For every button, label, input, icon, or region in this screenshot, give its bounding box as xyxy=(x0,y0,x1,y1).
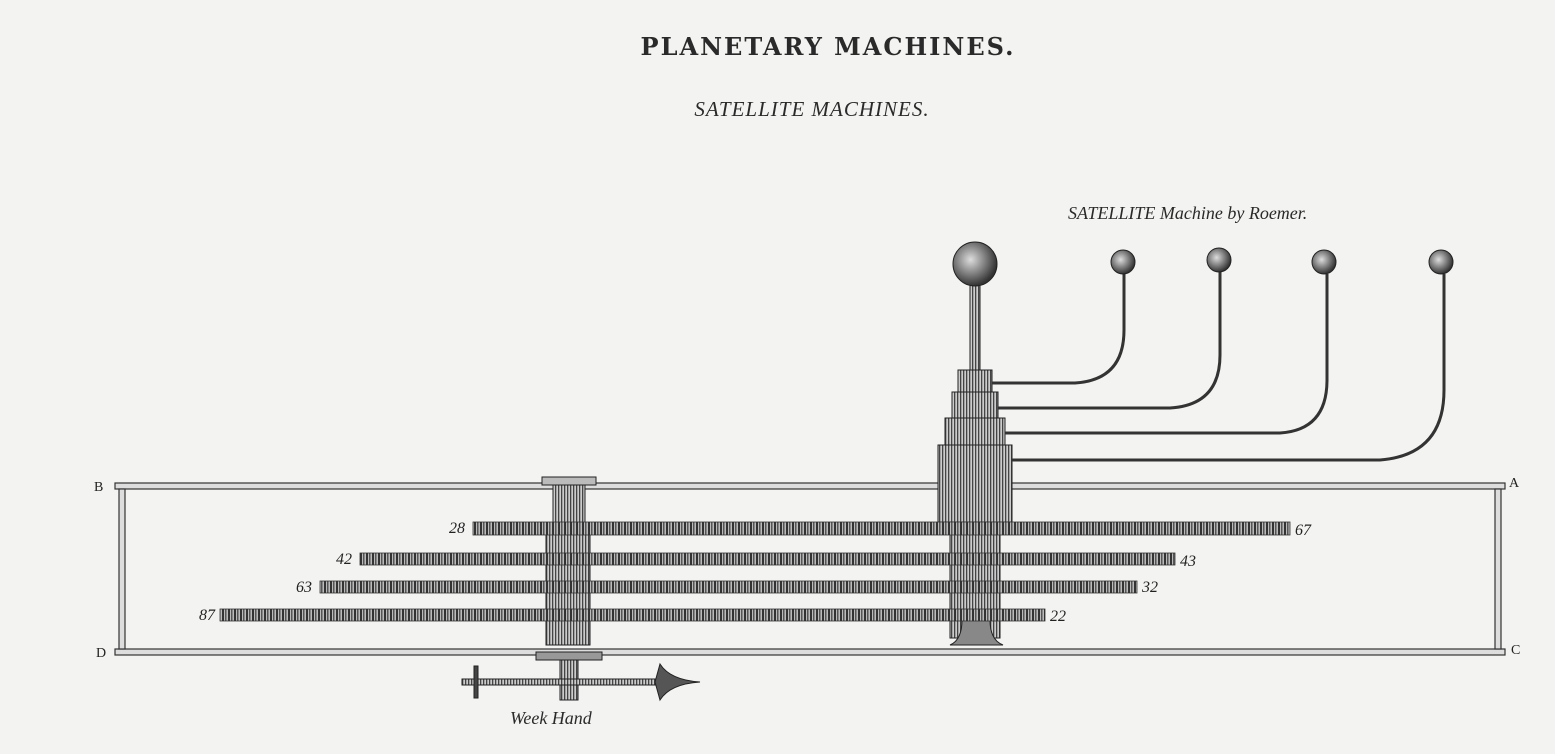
corner-label-d: D xyxy=(96,646,106,661)
gear-label-42: 42 xyxy=(336,551,352,568)
gear-wheel-28-67 xyxy=(472,521,1291,536)
gear-wheel-42-43 xyxy=(359,552,1176,566)
plate-title: PLANETARY MACHINES. xyxy=(641,32,1016,61)
satellite-arm-1 xyxy=(992,274,1126,385)
satellite-ball-4 xyxy=(1428,249,1454,275)
satellite-ball-3 xyxy=(1311,249,1337,275)
gear-wheels xyxy=(219,521,1291,622)
gear-label-63: 63 xyxy=(296,579,312,596)
satellite-ball-1 xyxy=(1110,249,1136,275)
corner-label-b: B xyxy=(94,480,103,495)
gear-label-43: 43 xyxy=(1180,553,1196,570)
gear-wheel-87-22 xyxy=(219,608,1046,622)
week-hand-label: Week Hand xyxy=(510,708,593,728)
gear-label-32: 32 xyxy=(1141,579,1158,596)
gear-label-67: 67 xyxy=(1295,522,1312,539)
satellite-arm-4 xyxy=(1012,274,1446,462)
satellite-arm-2 xyxy=(998,272,1222,410)
satellite-arms xyxy=(992,272,1446,462)
plate-subtitle: SATELLITE MACHINES. xyxy=(694,97,929,121)
gear-label-22: 22 xyxy=(1050,608,1066,625)
satellite-ball-2 xyxy=(1206,247,1232,273)
week-hand xyxy=(461,662,701,702)
machine-caption: SATELLITE Machine by Roemer. xyxy=(1068,203,1307,223)
gear-label-28: 28 xyxy=(449,520,465,537)
gear-wheel-63-32 xyxy=(319,580,1138,594)
satellite-arm-3 xyxy=(1005,274,1329,435)
corner-label-a: A xyxy=(1509,476,1520,491)
primary-planet-ball xyxy=(952,241,998,287)
gear-label-87: 87 xyxy=(199,607,216,624)
corner-label-c: C xyxy=(1511,643,1520,658)
frame xyxy=(114,482,1506,656)
